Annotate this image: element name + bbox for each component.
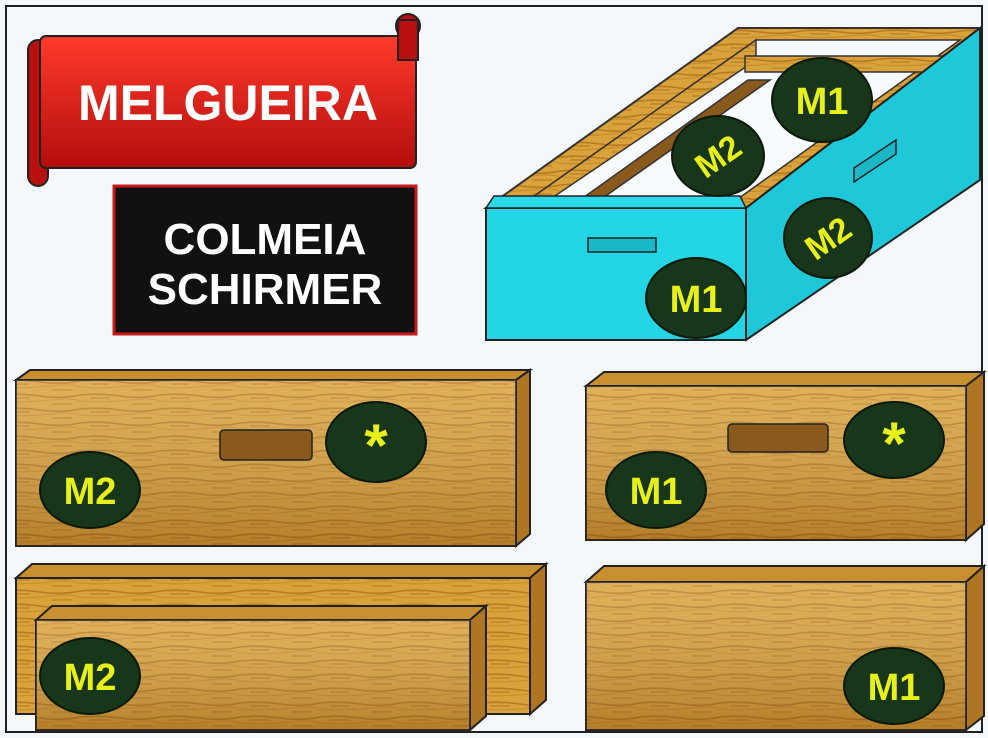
label-side-panel-right-mark: * xyxy=(843,401,945,479)
subtitle-box: COLMEIA SCHIRMER xyxy=(112,184,418,336)
svg-text:M1: M1 xyxy=(868,667,921,709)
label-bottom-panel-right: M1 xyxy=(843,647,945,725)
svg-text:*: * xyxy=(364,412,388,479)
label-side-panel-left-mark: * xyxy=(325,401,427,483)
title-banner: MELGUEIRA xyxy=(27,13,421,187)
outer-frame xyxy=(5,5,983,733)
label-box-inner-back: M1 xyxy=(771,57,873,143)
subtitle-line2: SCHIRMER xyxy=(148,265,383,314)
bottom-panel-left xyxy=(13,561,549,733)
label-bottom-panel-left: M2 xyxy=(39,637,141,715)
label-box-front: M1 xyxy=(645,257,747,339)
subtitle-line1: COLMEIA xyxy=(164,215,367,264)
label-side-panel-right: M1 xyxy=(605,451,707,529)
svg-text:M1: M1 xyxy=(630,471,683,513)
svg-text:M1: M1 xyxy=(796,81,849,123)
label-box-side: M2 xyxy=(783,197,873,279)
banner-title: MELGUEIRA xyxy=(78,75,378,131)
label-box-inner-divider: M2 xyxy=(671,115,765,197)
svg-text:M2: M2 xyxy=(64,657,117,699)
bottom-panel-right xyxy=(583,563,987,733)
svg-text:M1: M1 xyxy=(670,279,723,321)
svg-text:*: * xyxy=(882,410,906,477)
svg-text:M2: M2 xyxy=(64,471,117,513)
label-side-panel-left: M2 xyxy=(39,451,141,529)
